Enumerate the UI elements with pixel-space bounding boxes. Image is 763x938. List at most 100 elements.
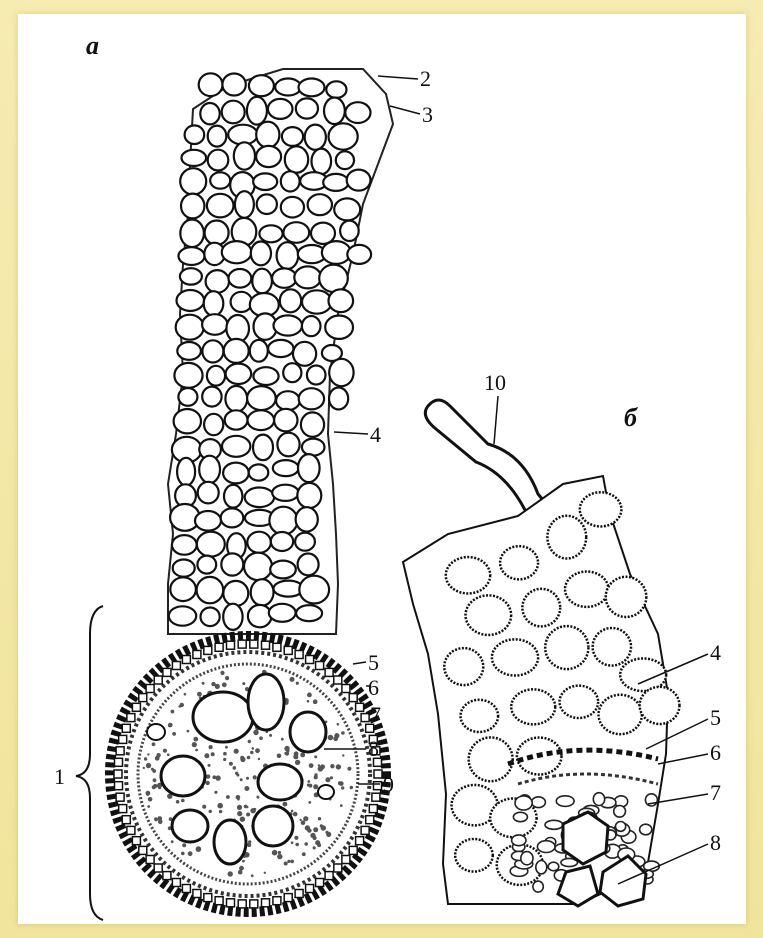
parenchyma-cell — [293, 342, 316, 366]
stele-cell — [204, 753, 209, 758]
stele-cell — [253, 730, 258, 735]
stele-cell — [320, 764, 325, 769]
parenchyma-cell — [522, 589, 560, 627]
parenchyma-cell — [277, 433, 299, 457]
stele-cell — [277, 854, 282, 859]
exodermis-cell — [227, 899, 235, 907]
exodermis-cell — [132, 703, 140, 711]
stele-cell — [209, 810, 212, 813]
panel-a-exodermis-ring — [110, 636, 386, 912]
stele-cell — [512, 835, 526, 846]
parenchyma-cell — [199, 73, 223, 96]
parenchyma-cell — [223, 463, 249, 484]
exodermis-cell — [374, 782, 382, 790]
parenchyma-cell — [305, 125, 326, 150]
stele-cell — [184, 693, 187, 696]
stele-cell — [318, 764, 320, 766]
parenchyma-cell — [225, 410, 248, 429]
stele-cell — [211, 682, 215, 686]
stele-cell — [240, 817, 245, 822]
xylem-vessel — [172, 810, 208, 842]
stele-cell — [307, 828, 311, 832]
parenchyma-cell — [231, 292, 252, 312]
parenchyma-cell — [251, 579, 274, 605]
parenchyma-cell — [294, 266, 321, 288]
exodermis-cell — [356, 837, 364, 845]
exodermis-cell — [342, 685, 350, 693]
stele-cell — [188, 851, 193, 856]
parenchyma-cell — [329, 359, 353, 386]
stele-cell — [202, 805, 206, 809]
exodermis-cell — [334, 676, 342, 684]
parenchyma-cell — [606, 577, 647, 617]
stele-cell — [640, 824, 652, 835]
stele-cell — [253, 775, 257, 779]
stele-cell — [153, 778, 157, 782]
stele-cell — [171, 840, 174, 843]
stele-cell — [296, 682, 299, 685]
exodermis-cell — [238, 900, 246, 908]
stele-cell — [333, 736, 338, 741]
exodermis-cell — [204, 646, 212, 654]
exodermis-cell — [163, 668, 171, 676]
parenchyma-cell — [282, 127, 303, 146]
parenchyma-cell — [511, 689, 555, 724]
parenchyma-cell — [308, 194, 332, 215]
callout-a-9: 9 — [383, 772, 394, 797]
parenchyma-cell — [322, 241, 351, 264]
callout-a-8: 8 — [368, 736, 379, 761]
parenchyma-cell — [446, 557, 490, 593]
exodermis-cell — [132, 837, 140, 845]
stele-cell — [195, 749, 198, 752]
panel-a-letter: а — [86, 31, 99, 60]
stele-cell — [240, 778, 243, 781]
stele-cell — [515, 796, 532, 810]
exodermis-cell — [316, 662, 324, 670]
parenchyma-cell — [221, 508, 244, 527]
stele-cell — [330, 764, 334, 768]
callout-b-8: 8 — [710, 830, 721, 855]
exodermis-cell — [295, 651, 303, 659]
stele-cell — [192, 742, 197, 747]
parenchyma-cell — [256, 146, 281, 167]
callout-a-1: 1 — [54, 764, 65, 789]
stele-cell — [278, 851, 281, 854]
exodermis-cell — [250, 900, 258, 908]
parenchyma-cell — [223, 604, 242, 630]
parenchyma-cell — [257, 194, 277, 214]
parenchyma-cell — [204, 291, 224, 316]
exodermis-cell — [172, 879, 180, 887]
parenchyma-cell — [245, 488, 274, 508]
exodermis-cell — [215, 897, 223, 905]
parenchyma-cell — [340, 221, 359, 241]
parenchyma-cell — [285, 146, 308, 172]
stele-cell — [182, 843, 186, 847]
stele-cell — [211, 752, 215, 756]
parenchyma-cell — [222, 436, 250, 457]
exodermis-cell — [182, 885, 190, 893]
exodermis-cell — [116, 793, 124, 801]
exodermis-cell — [193, 890, 201, 898]
parenchyma-cell — [253, 367, 278, 385]
stele-cell — [246, 813, 250, 817]
stele-cell — [281, 738, 284, 741]
stele-cell — [295, 760, 300, 765]
parenchyma-cell — [253, 173, 277, 190]
parenchyma-cell — [565, 572, 608, 607]
stele-cell — [248, 740, 251, 743]
exodermis-cell — [172, 662, 180, 670]
parenchyma-cell — [312, 149, 332, 175]
parenchyma-cell — [204, 414, 223, 435]
exodermis-cell — [342, 856, 350, 864]
stele-cell — [309, 763, 314, 768]
stele-cell — [545, 820, 563, 829]
exodermis-cell — [115, 758, 123, 766]
exodermis-cell — [215, 643, 223, 651]
parenchyma-cell — [201, 608, 220, 627]
stele-cell — [229, 762, 233, 766]
exodermis-cell — [139, 846, 147, 854]
parenchyma-cell — [326, 81, 346, 98]
panel-a — [76, 69, 420, 920]
parenchyma-cell — [250, 340, 268, 362]
stele-cell — [341, 731, 345, 735]
